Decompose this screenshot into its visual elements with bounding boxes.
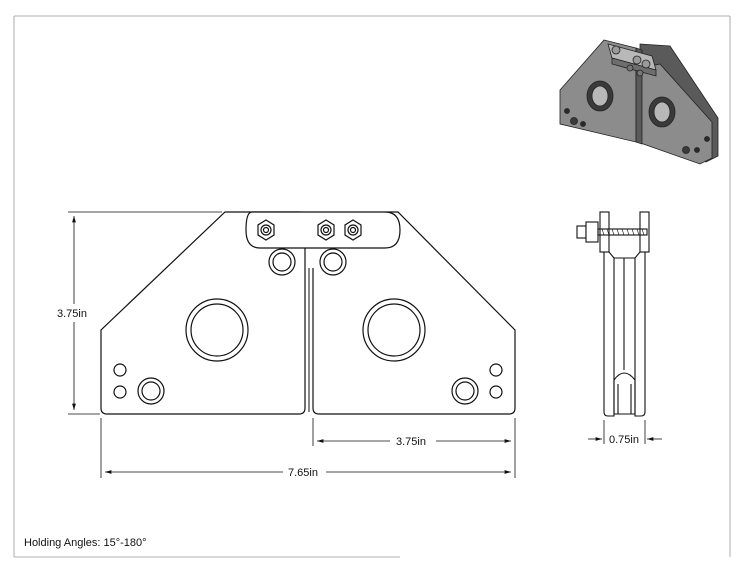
hex-nut-right — [344, 219, 362, 241]
dimension-thickness: 0.75in — [609, 434, 639, 446]
bushing-hole-bottom-left — [137, 377, 165, 405]
dimension-total-width: 7.65in — [288, 467, 318, 479]
side-bushing — [613, 372, 636, 415]
bushing-hole-bottom-right — [451, 377, 479, 405]
small-hole — [489, 385, 503, 399]
magnet-bore-right — [362, 298, 426, 362]
dimension-height-front: 3.75in — [57, 308, 87, 320]
dimension-lines — [68, 211, 516, 478]
side-dimension — [588, 420, 662, 444]
side-view — [576, 211, 650, 417]
side-plate-left — [603, 251, 615, 417]
side-plate-right — [634, 251, 646, 417]
left-plate-outline — [100, 211, 306, 415]
isometric-render — [559, 39, 719, 165]
hex-nut-left — [257, 219, 275, 241]
bushing-hole-top-left — [268, 248, 296, 276]
magnet-bore-left — [185, 298, 249, 362]
holding-angles-note: Holding Angles: 15°-180° — [24, 537, 147, 549]
bushing-hole-top-right — [319, 248, 347, 276]
threaded-rod — [597, 228, 648, 236]
dimension-half-width: 3.75in — [396, 436, 426, 448]
hex-nut-middle — [317, 219, 335, 241]
small-hole — [489, 363, 503, 377]
front-view — [100, 211, 516, 415]
sheet-border — [13, 15, 731, 558]
right-plate-outline — [312, 211, 516, 415]
small-hole — [113, 385, 127, 399]
small-hole — [113, 363, 127, 377]
